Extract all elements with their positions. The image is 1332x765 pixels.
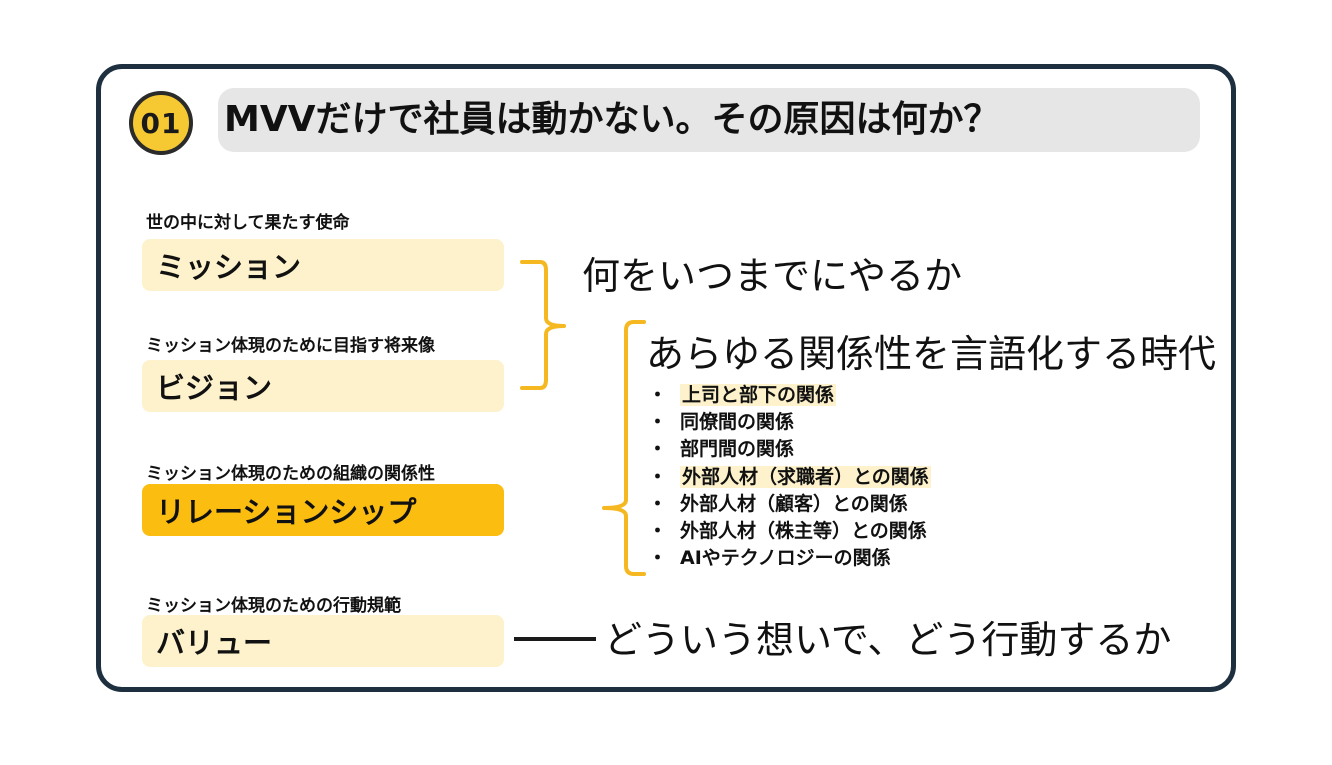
value-note: どういう想いで、どう行動するか: [604, 618, 1172, 662]
relationship-label: リレーションシップ: [156, 495, 417, 529]
relationship-list-item: ・部門間の関係: [648, 436, 931, 463]
bullet-marker: ・: [648, 465, 668, 488]
title-bar: [218, 88, 1200, 152]
bullet-marker: ・: [648, 492, 668, 515]
relationship-caption: ミッション体現のための組織の関係性: [146, 464, 435, 484]
vision-label: ビジョン: [156, 371, 273, 405]
relationship-list-item: ・上司と部下の関係: [648, 382, 931, 409]
relationship-list-text: 上司と部下の関係: [680, 384, 837, 406]
section-number-badge: 01: [129, 91, 193, 155]
relationship-list-item: ・ AIやテクノロジーの関係: [648, 545, 931, 572]
bullet-marker: ・: [648, 438, 668, 461]
relationship-list-item: ・外部人材（顧客）との関係: [648, 491, 931, 518]
mission-vision-bracket: [520, 260, 566, 390]
relationship-list-text: 部門間の関係: [680, 438, 795, 461]
relationship-list-text: 外部人材（求職者）との関係: [680, 465, 931, 488]
bullet-marker: ・: [648, 411, 668, 434]
relationship-list: ・上司と部下の関係・同僚間の関係・部門間の関係・外部人材（求職者）との関係・外部…: [648, 382, 931, 572]
bullet-marker: ・: [648, 547, 668, 570]
relationship-list-text: 外部人材（株主等）との関係: [680, 519, 927, 542]
mission-box: ミッション: [142, 239, 504, 291]
relationship-list-item: ・同僚間の関係: [648, 409, 931, 436]
mission-vision-note: 何をいつまでにやるか: [582, 254, 963, 298]
value-caption: ミッション体現のための行動規範: [146, 596, 401, 616]
bullet-marker: ・: [648, 519, 668, 542]
mission-label: ミッション: [156, 250, 302, 284]
page-title: MVVだけで社員は動かない。その原因は何か？: [224, 99, 1000, 140]
value-label: バリュー: [156, 626, 273, 660]
vision-box: ビジョン: [142, 360, 504, 412]
vision-caption: ミッション体現のために目指す将来像: [146, 336, 435, 356]
relationship-list-text: AIやテクノロジーの関係: [680, 547, 891, 570]
relationship-heading: あらゆる関係性を言語化する時代: [646, 332, 1217, 376]
relationship-list-item: ・外部人材（株主等）との関係: [648, 518, 931, 545]
relationship-bracket: [602, 320, 646, 576]
relationship-list-item: ・外部人材（求職者）との関係: [648, 464, 931, 491]
relationship-list-text: 同僚間の関係: [680, 411, 795, 434]
bullet-marker: ・: [648, 384, 668, 406]
relationship-box: リレーションシップ: [142, 484, 504, 536]
mission-caption: 世の中に対して果たす使命: [146, 213, 350, 233]
relationship-list-text: 外部人材（顧客）との関係: [680, 492, 908, 515]
value-box: バリュー: [142, 615, 504, 667]
card-frame: [96, 64, 1236, 692]
